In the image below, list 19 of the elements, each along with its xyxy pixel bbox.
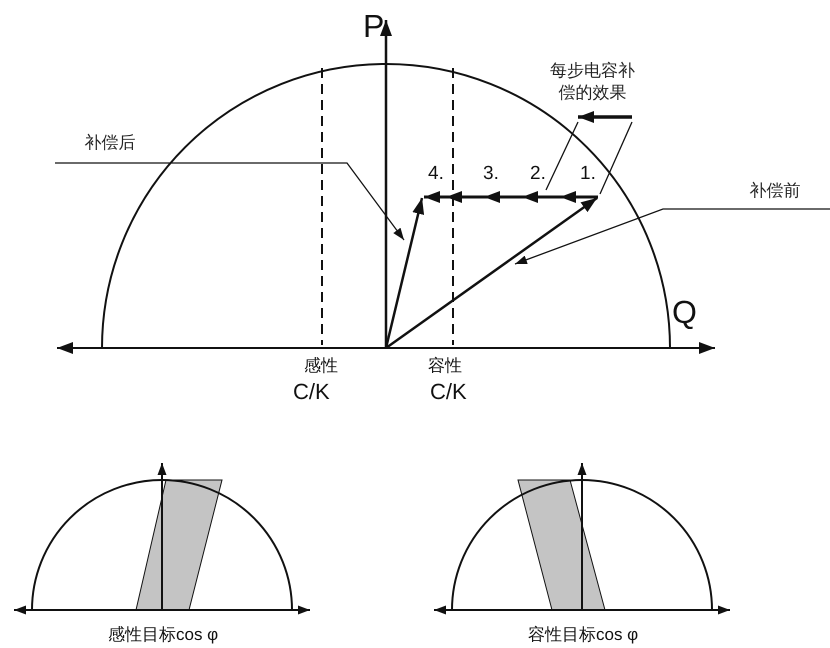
step-number: 3.: [483, 164, 499, 183]
callout-text: 补偿后: [65, 132, 155, 156]
leader-line: [55, 162, 405, 240]
leader-line: [599, 122, 633, 194]
unit-label: C/K: [293, 381, 330, 403]
axis-label: P: [363, 10, 384, 42]
leader-line: [514, 208, 830, 265]
callout-text: 每步电容补偿的效果: [545, 60, 640, 122]
region-label: 感性: [304, 357, 338, 374]
axis-label: Q: [672, 296, 697, 328]
callout-text: 补偿前: [730, 180, 820, 204]
chart-caption: 感性目标cos φ: [108, 626, 218, 643]
step-number: 2.: [530, 164, 546, 183]
step-number: 1.: [580, 164, 596, 183]
region-label: 容性: [428, 357, 462, 374]
step-number: 4.: [428, 164, 444, 183]
leader-line: [545, 122, 579, 190]
chart-caption: 容性目标cos φ: [528, 626, 638, 643]
unit-label: C/K: [430, 381, 467, 403]
